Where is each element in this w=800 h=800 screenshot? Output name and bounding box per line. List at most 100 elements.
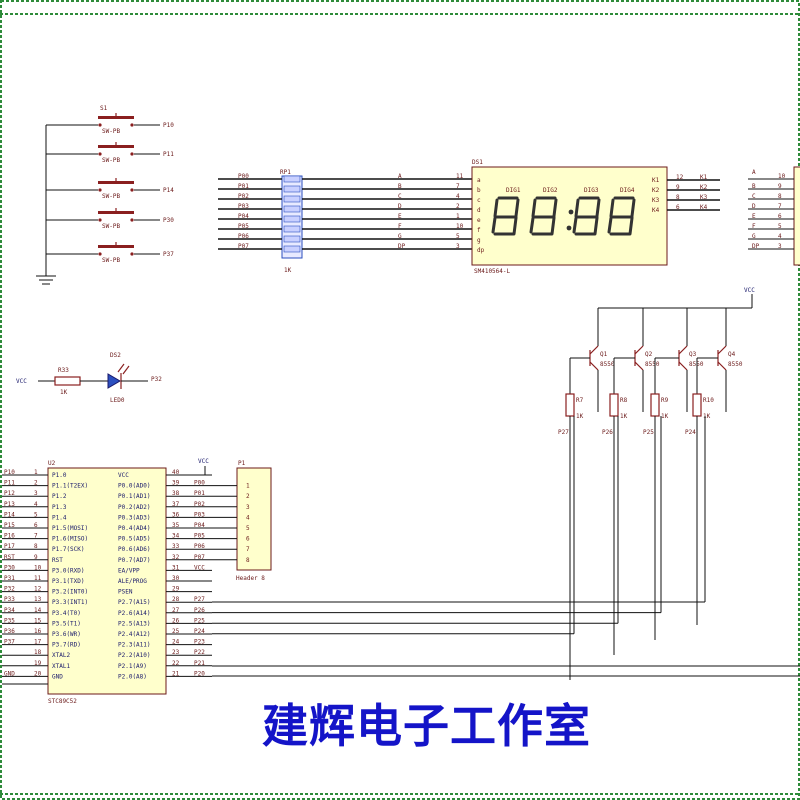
header-p1-pin-number: 7 xyxy=(246,546,250,553)
mcu-right-pin-name: P2.7(A15) xyxy=(118,599,151,606)
switch-net-label: P30 xyxy=(163,217,174,224)
base-resistor-value: 1K xyxy=(703,413,711,420)
resistor-pack-pin-label: F xyxy=(398,223,402,230)
mcu-left-net: P37 xyxy=(4,639,15,646)
resistor-pack-pin-label: C xyxy=(398,193,402,200)
display-common-net: K3 xyxy=(700,194,708,201)
base-resistor-ref: R9 xyxy=(661,397,669,404)
right-header-number: 5 xyxy=(778,223,782,230)
display-digit-label: DIG4 xyxy=(620,187,635,194)
mcu-right-pin-name: P0.2(AD2) xyxy=(118,504,151,511)
mcu-right-pin-name: P0.0(AD0) xyxy=(118,483,151,490)
mcu-right-net: P06 xyxy=(194,543,205,550)
resistor-pack-net: P07 xyxy=(238,243,249,250)
transistor-emitter xyxy=(589,345,599,355)
base-resistor-ref: R8 xyxy=(620,397,628,404)
right-header-number: 8 xyxy=(778,193,782,200)
display-common-pin: K3 xyxy=(652,197,660,204)
display-segment xyxy=(628,216,634,236)
right-header-number: 4 xyxy=(778,233,782,240)
transistor-emitter xyxy=(678,345,688,355)
header-p1-pin-number: 1 xyxy=(246,483,250,490)
switch-net-label: P14 xyxy=(163,187,174,194)
resistor-pack-pin-label: A xyxy=(398,173,402,180)
display-digits xyxy=(491,196,636,236)
mcu-right-pin-number: 37 xyxy=(172,501,180,508)
display-segment-pin: dp xyxy=(477,247,485,254)
mcu-left-pin-name: P3.3(INT1) xyxy=(52,599,88,606)
switch-contact xyxy=(98,152,102,156)
mcu-left-pin-number: 7 xyxy=(34,533,38,540)
mcu-right-pin-number: 38 xyxy=(172,490,180,497)
mcu-left-net: P10 xyxy=(4,469,15,476)
right-header-number: 6 xyxy=(778,213,782,220)
switch-contact xyxy=(130,252,134,256)
right-header-label: G xyxy=(752,233,756,240)
mcu-right-pin-name: P2.3(A11) xyxy=(118,642,151,649)
mcu-left-pin-number: 11 xyxy=(34,575,42,582)
display-digit-label: DIG3 xyxy=(584,187,599,194)
header-p1-body xyxy=(236,467,272,571)
mcu-right-net: P07 xyxy=(194,554,205,561)
mcu-left-pin-name: P3.6(WR) xyxy=(52,631,81,638)
mcu-left-pin-number: 18 xyxy=(34,649,42,656)
display-part: SM410564-L xyxy=(474,268,511,275)
switch-block: S1SW-PBP10SW-PBP11SW-PBP14SW-PBP30SW-PBP… xyxy=(36,105,174,285)
mcu-left-pin-name: P3.0(RXD) xyxy=(52,567,85,574)
switch-button-icon xyxy=(98,211,134,214)
mcu-left-net: P15 xyxy=(4,522,15,529)
mcu-right-net: P02 xyxy=(194,501,205,508)
mcu-right-pin-name: VCC xyxy=(118,472,129,479)
led-resistor-ref: R33 xyxy=(58,367,69,374)
transistor-part: 8550 xyxy=(689,361,704,368)
resistor-pack-pin-number: 4 xyxy=(456,193,460,200)
transistor-ref: Q4 xyxy=(728,351,736,358)
transistor-collector xyxy=(634,361,644,371)
display-segment xyxy=(552,198,558,218)
resistor-pack-pin-number: 2 xyxy=(456,203,460,210)
display-segment xyxy=(609,198,615,218)
resistor-pack-net: P03 xyxy=(238,203,249,210)
mcu-left-pin-number: 12 xyxy=(34,586,42,593)
mcu-body xyxy=(47,467,167,695)
display-segment-pin: b xyxy=(477,187,481,194)
mcu-right-pin-number: 21 xyxy=(172,670,180,677)
mcu-right-net: P01 xyxy=(194,490,205,497)
base-resistor-net: P26 xyxy=(602,429,613,436)
mcu-right-pin-number: 34 xyxy=(172,533,180,540)
switch-contact xyxy=(98,188,102,192)
mcu-left-pin-number: 16 xyxy=(34,628,42,635)
resistor-pack-net: P04 xyxy=(238,213,249,220)
transistor-part: 8550 xyxy=(728,361,743,368)
led-ref: DS2 xyxy=(110,352,121,359)
mcu-left-pin-name: P1.1(T2EX) xyxy=(52,483,88,490)
display-common-net: K1 xyxy=(700,174,708,181)
mcu-left-pin-number: 19 xyxy=(34,660,42,667)
switch-button-icon xyxy=(98,116,134,119)
resistor-pack-pin-label: G xyxy=(398,233,402,240)
resistor-pack-element xyxy=(283,245,301,253)
led-net: P32 xyxy=(151,376,162,383)
transistor-emitter xyxy=(717,345,727,355)
display-segment xyxy=(493,198,499,218)
switch-contact xyxy=(130,188,134,192)
mcu-right-pin-number: 33 xyxy=(172,543,180,550)
resistor-pack-element xyxy=(283,235,301,243)
mcu-left-pin-name: P3.1(TXD) xyxy=(52,578,85,585)
header-p1-pin-number: 2 xyxy=(246,493,250,500)
resistor-pack-pin-label: DP xyxy=(398,243,406,250)
base-resistor xyxy=(692,393,702,417)
header-p1-ref: P1 xyxy=(238,460,246,467)
switch-part-label: SW-PB xyxy=(102,193,120,200)
mcu-left-pin-name: P1.2 xyxy=(52,493,67,500)
display-segment-pin: d xyxy=(477,207,481,214)
header-p1-part: Header 8 xyxy=(236,575,265,582)
mcu-right-pin-number: 25 xyxy=(172,628,180,635)
display-segment xyxy=(593,216,599,236)
display-common-pin: K2 xyxy=(652,187,660,194)
mcu-left-net: P16 xyxy=(4,533,15,540)
mcu-left-pin-name: P1.5(MOSI) xyxy=(52,525,88,532)
mcu-right-pin-number: 23 xyxy=(172,649,180,656)
